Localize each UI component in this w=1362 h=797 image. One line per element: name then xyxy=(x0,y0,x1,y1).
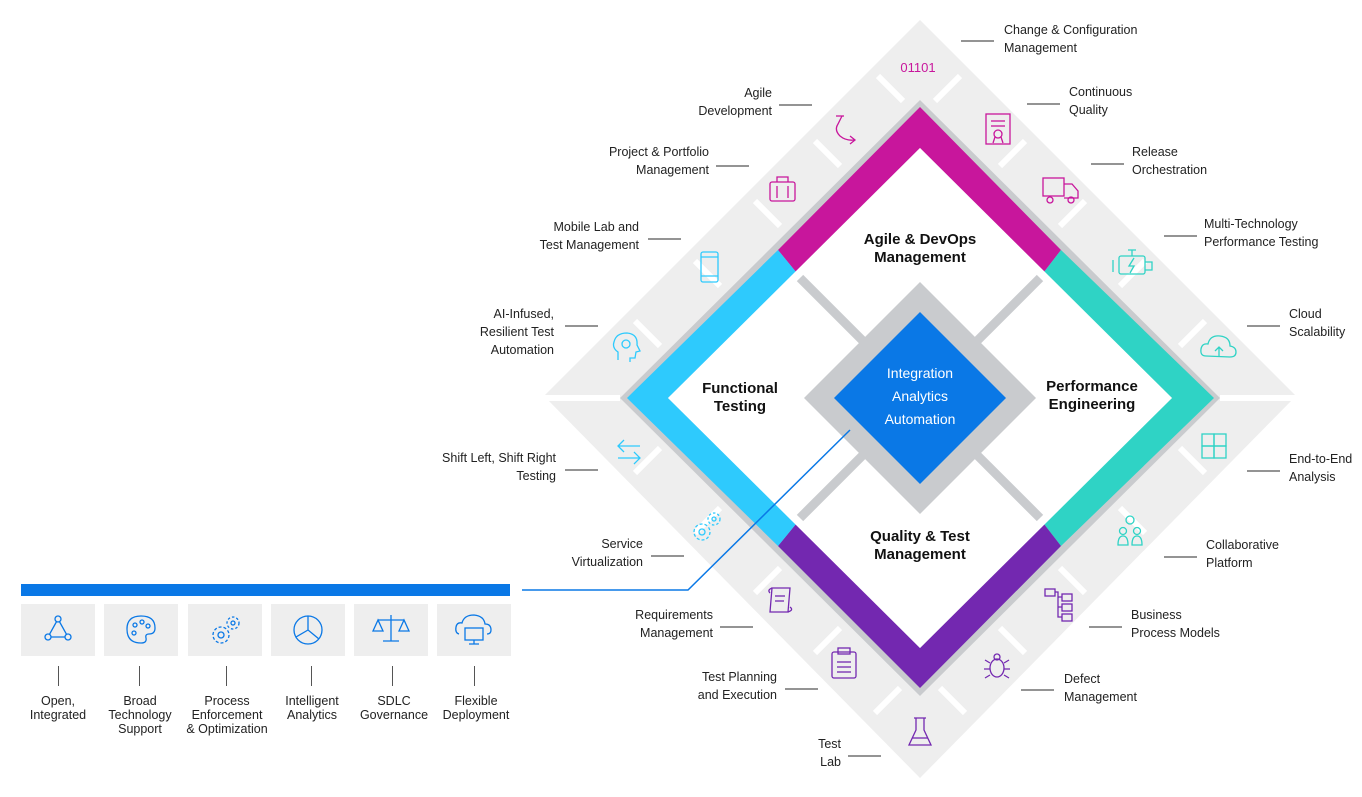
foundation-label-sdlc-governance: SDLC Governance xyxy=(359,694,429,722)
quadrant-label-bottom: Quality & Test Management xyxy=(870,528,970,563)
label-defect-management: Defect Management xyxy=(1064,672,1137,704)
quadrant-band-bottom xyxy=(778,524,1061,688)
label-test-planning-execution: Test Planning and Execution xyxy=(697,670,777,702)
network-triangle-icon xyxy=(44,615,72,641)
certificate-icon xyxy=(985,113,1011,145)
center-connectors xyxy=(796,274,1044,522)
core-line-automation: Automation xyxy=(884,411,956,427)
label-multi-technology-performance-testing: Multi-Technology Performance Testing xyxy=(1204,217,1319,249)
foundation-tile-open-integrated xyxy=(21,604,95,656)
cloud-upload-icon xyxy=(1200,335,1237,358)
quadrant-band-right xyxy=(1044,250,1214,546)
pie-chart-icon xyxy=(293,615,323,645)
foundation-tile-broad-technology-support xyxy=(104,604,178,656)
foundation-label-broad-technology-support: Broad Technology Support xyxy=(108,694,172,736)
foundation-tile-sdlc-governance xyxy=(354,604,428,656)
clipboard-icon xyxy=(831,647,857,679)
label-change-configuration-management: Change & Configuration Management xyxy=(1004,23,1138,55)
flask-icon xyxy=(907,717,933,746)
foundation-tick-3 xyxy=(226,666,227,686)
label-business-process-models: Business Process Models xyxy=(1131,608,1220,640)
label-end-to-end-analysis: End-to-End Analysis xyxy=(1289,452,1353,484)
label-cloud-scalability: Cloud Scalability xyxy=(1289,307,1346,339)
brain-head-icon xyxy=(612,332,641,362)
label-continuous-quality: Continuous Quality xyxy=(1069,85,1133,117)
truck-icon xyxy=(1042,177,1079,204)
foundation-tick-6 xyxy=(474,666,475,686)
quadrant-label-left: Functional Testing xyxy=(702,380,778,415)
foundation-label-flexible-deployment: Flexible Deployment xyxy=(442,694,510,722)
foundation-tick-5 xyxy=(392,666,393,686)
gears-icon xyxy=(693,512,721,541)
flowchart-icon xyxy=(1044,588,1073,622)
binary-icon: 01101 xyxy=(900,60,935,75)
palette-icon xyxy=(126,615,156,644)
label-agile-development: Agile Development xyxy=(698,86,772,118)
quadrant-label-right: Performance Engineering xyxy=(1046,378,1138,413)
scroll-icon xyxy=(768,587,793,613)
core-diamond xyxy=(834,312,1006,484)
gears-icon xyxy=(212,616,240,644)
cloud-monitor-icon xyxy=(455,614,492,645)
core-line-integration: Integration xyxy=(886,365,954,381)
foundation-tile-process-enforcement xyxy=(188,604,262,656)
foundation-label-process-enforcement: Process Enforcement & Optimization xyxy=(186,694,268,736)
label-release-orchestration: Release Orchestration xyxy=(1132,145,1208,177)
core-label: Integration Analytics Automation xyxy=(850,362,990,431)
label-project-portfolio-management: Project & Portfolio Management xyxy=(608,145,709,177)
foundation-tick-1 xyxy=(58,666,59,686)
foundation-tick-4 xyxy=(311,666,312,686)
quadrant-label-top: Agile & DevOps Management xyxy=(863,231,977,266)
label-ai-infused-resilient-test-automation: AI-Infused, Resilient Test Automation xyxy=(479,307,554,357)
foundation-tick-2 xyxy=(139,666,140,686)
label-test-lab: Test Lab xyxy=(818,737,841,769)
label-requirements-management: Requirements Management xyxy=(635,608,713,640)
foundation-label-open-integrated: Open, Integrated xyxy=(29,694,87,722)
foundation-tile-intelligent-analytics xyxy=(271,604,345,656)
label-shift-left-shift-right-testing: Shift Left, Shift Right Testing xyxy=(442,451,556,483)
arrows-left-right-icon xyxy=(617,439,641,465)
foundation-callout-line xyxy=(522,429,851,591)
scales-icon xyxy=(371,615,411,642)
foundation-bar xyxy=(21,584,510,596)
team-icon xyxy=(1117,515,1143,546)
briefcase-icon xyxy=(769,176,796,202)
foundation-label-intelligent-analytics: Intelligent Analytics xyxy=(285,694,339,722)
mobile-phone-icon xyxy=(700,251,719,283)
foundation-tile-flexible-deployment xyxy=(437,604,511,656)
bug-icon xyxy=(984,653,1010,679)
agile-loop-icon xyxy=(835,115,857,145)
leader-lines xyxy=(565,40,1280,757)
label-mobile-lab-test-management: Mobile Lab and Test Management xyxy=(539,220,639,252)
quadrant-band-left xyxy=(627,250,796,546)
engine-icon xyxy=(1112,249,1153,275)
core-line-analytics: Analytics xyxy=(891,388,949,404)
ring-dividers xyxy=(544,73,1296,716)
puzzle-icon xyxy=(1201,433,1227,459)
quadrant-band-top xyxy=(778,107,1061,272)
label-service-virtualization: Service Virtualization xyxy=(571,537,643,569)
label-collaborative-platform: Collaborative Platform xyxy=(1206,538,1279,570)
